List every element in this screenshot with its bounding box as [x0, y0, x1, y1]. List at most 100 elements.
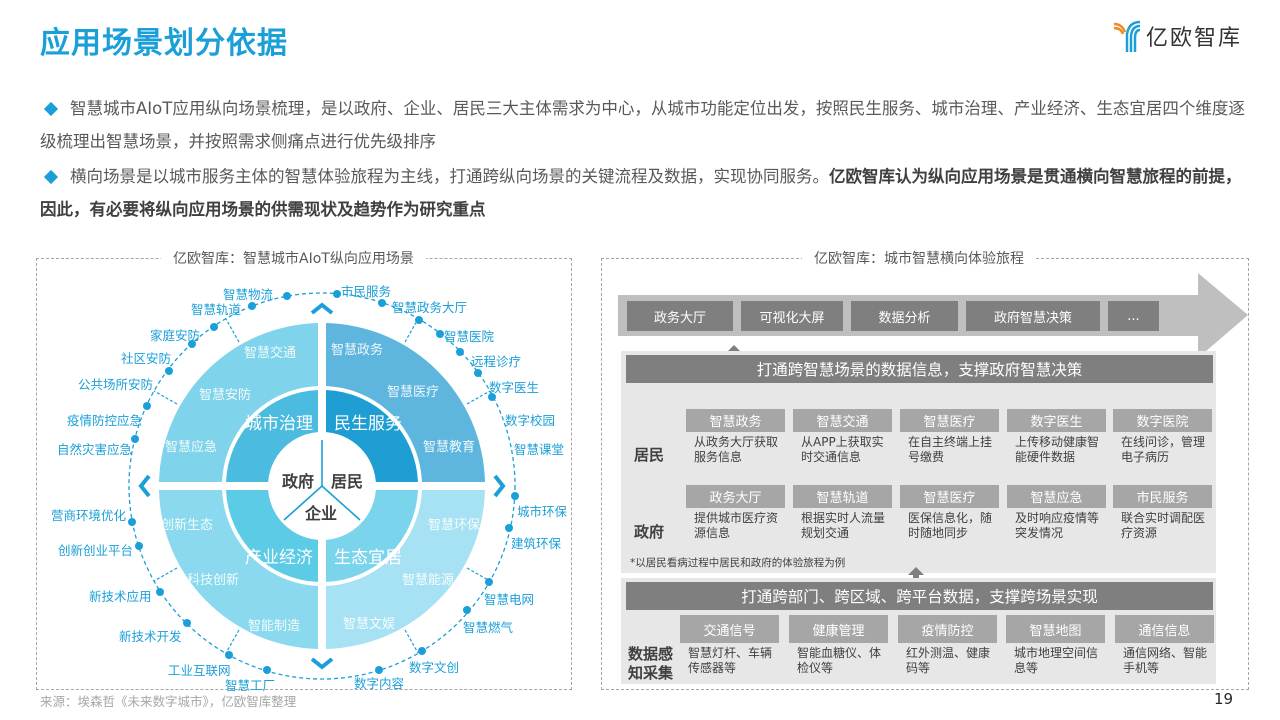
- ring-label: 建筑环保: [511, 536, 562, 551]
- card-body: 及时响应疫情等突发情况: [1015, 511, 1100, 540]
- segment-label: 智慧环保: [428, 518, 481, 533]
- logo-mark-icon: [1112, 18, 1142, 54]
- card-body: 根据实时人流量规划交通: [801, 511, 886, 540]
- quadrant-label-ecology: 生态宜居: [334, 548, 402, 568]
- top-band: 打通跨智慧场景的数据信息，支撑政府智慧决策: [626, 355, 1213, 383]
- bullet-1-text: 智慧城市AIoT应用纵向场景梳理，是以政府、企业、居民三大主体需求为中心，从城市…: [40, 99, 1245, 151]
- card-head: 智慧轨道: [793, 485, 892, 508]
- card-head: 智慧交通: [793, 409, 892, 432]
- ring-label: 智慧电网: [484, 592, 535, 607]
- resident-card: 数字医生上传移动健康智能硬件数据: [1007, 409, 1106, 465]
- quadrant-label-city-governance: 城市治理: [245, 414, 313, 434]
- ring-label: 家庭安防: [150, 328, 201, 343]
- bullet-2-bold-text: 亿欧智库认为纵向应用场景是贯通横向智慧旅程的前提，因此，有必要将纵向应用场景的供…: [40, 167, 1242, 219]
- page-title: 应用场景划分依据: [40, 26, 288, 61]
- diamond-bullet-icon: [43, 169, 59, 184]
- ring-label: 疫情防控应急: [67, 413, 143, 428]
- scene-wheel-graphic: [128, 290, 519, 680]
- journey-step: 政府智慧决策: [966, 301, 1100, 331]
- ring-label: 市民服务: [341, 284, 392, 299]
- core-label-enterprise: 企业: [305, 504, 338, 523]
- bullet-list: 智慧城市AIoT应用纵向场景梳理，是以政府、企业、居民三大主体需求为中心，从城市…: [40, 92, 1255, 228]
- segment-label: 创新生态: [161, 518, 214, 533]
- card-head: 智慧地图: [1006, 615, 1105, 643]
- card-head: 疫情防控: [898, 615, 997, 643]
- left-panel-title: 亿欧智库：智慧城市AIoT纵向应用场景: [161, 248, 426, 268]
- journey-steps: 政务大厅 可视化大屏 数据分析 政府智慧决策 ...: [627, 301, 1159, 331]
- scene-area: [621, 351, 1216, 573]
- card-head: 交通信号: [680, 615, 779, 643]
- journey-step: 政务大厅: [627, 301, 733, 331]
- core-label-government: 政府: [282, 472, 315, 491]
- segment-label: 智慧教育: [423, 440, 476, 455]
- ring-label: 智慧物流: [223, 287, 274, 302]
- bullet-2: 横向场景是以城市服务主体的智慧体验旅程为主线，打通跨纵向场景的关键流程及数据，实…: [40, 160, 1255, 226]
- ring-label: 数字校园: [505, 413, 556, 428]
- card-body: 提供城市医疗资源信息: [694, 511, 779, 540]
- horizontal-journey-panel: 亿欧智库：城市智慧横向体验旅程 政务大厅 可视化大屏 数据分析 政府智慧决策 .…: [601, 248, 1249, 690]
- government-card: 智慧轨道根据实时人流量规划交通: [793, 485, 892, 541]
- card-body: 红外测温、健康码等: [906, 646, 991, 675]
- row-label-residents: 居民: [634, 446, 665, 464]
- segment-label: 智慧能源: [402, 573, 455, 588]
- bottom-band: 打通跨部门、跨区域、跨平台数据，支撑跨场景实现: [626, 582, 1213, 610]
- card-body: 联合实时调配医疗资源: [1121, 511, 1206, 540]
- segment-label: 智慧政务: [331, 343, 384, 358]
- data-card: 通信信息通信网络、智能手机等: [1115, 615, 1214, 676]
- diamond-bullet-icon: [43, 101, 59, 116]
- card-body: 医保信息化，随时随地同步: [908, 511, 993, 540]
- card-body: 智能血糖仪、体检仪等: [797, 646, 882, 675]
- logo: 亿欧智库: [1112, 18, 1242, 54]
- card-body: 在线问诊，管理电子病历: [1121, 435, 1206, 464]
- example-note: *以居民看病过程中居民和政府的体验旅程为例: [630, 557, 846, 569]
- ring-label: 工业互联网: [168, 663, 231, 678]
- ring-label: 数字内容: [354, 676, 405, 691]
- segment-label: 智能制造: [248, 619, 301, 634]
- page-number: 19: [1214, 690, 1234, 708]
- ring-label: 公共场所安防: [78, 377, 154, 392]
- ring-label: 新技术应用: [89, 589, 152, 604]
- journey-step: 可视化大屏: [741, 301, 843, 331]
- government-card: 市民服务联合实时调配医疗资源: [1113, 485, 1212, 541]
- resident-card: 智慧政务从政务大厅获取服务信息: [686, 409, 785, 465]
- vertical-scenes-panel: 亿欧智库：智慧城市AIoT纵向应用场景: [36, 248, 572, 693]
- journey-step: 数据分析: [851, 301, 958, 331]
- card-body: 从APP上获取实时交通信息: [801, 435, 884, 464]
- ring-label: 智慧政务大厅: [392, 300, 468, 315]
- segment-label: 智慧安防: [199, 388, 252, 403]
- card-head: 智慧政务: [686, 409, 785, 432]
- card-body: 在自主终端上挂号缴费: [908, 435, 993, 464]
- ring-label: 远程诊疗: [471, 354, 522, 369]
- card-body: 城市地理空间信息等: [1014, 646, 1099, 675]
- quadrant-label-livelihood: 民生服务: [334, 414, 402, 434]
- card-body: 智慧灯杆、车辆传感器等: [688, 646, 773, 675]
- government-card: 智慧医疗医保信息化，随时随地同步: [900, 485, 999, 541]
- government-card: 政务大厅提供城市医疗资源信息: [686, 485, 785, 541]
- ring-label: 智慧工厂: [225, 678, 276, 693]
- ring-label: 新技术开发: [119, 629, 182, 644]
- segment-label: 科技创新: [187, 573, 240, 588]
- segment-label: 智慧应急: [165, 440, 218, 455]
- quadrant-label-industry: 产业经济: [245, 548, 313, 568]
- card-head: 通信信息: [1115, 615, 1214, 643]
- ring-label: 城市环保: [517, 504, 568, 519]
- data-card: 交通信号智慧灯杆、车辆传感器等: [680, 615, 779, 676]
- resident-card: 数字医院在线问诊，管理电子病历: [1113, 409, 1212, 465]
- card-head: 智慧医疗: [900, 485, 999, 508]
- ring-label: 智慧轨道: [191, 302, 242, 317]
- segment-label: 智慧文娱: [343, 617, 396, 632]
- data-card: 疫情防控红外测温、健康码等: [898, 615, 997, 676]
- segment-label: 智慧医疗: [387, 385, 440, 400]
- core-label-residents: 居民: [331, 472, 364, 491]
- card-head: 政务大厅: [686, 485, 785, 508]
- ring-label: 智慧燃气: [463, 620, 514, 635]
- ring-label: 营商环境优化: [51, 508, 127, 523]
- card-body: 上传移动健康智能硬件数据: [1015, 435, 1100, 464]
- card-body: 从政务大厅获取服务信息: [694, 435, 779, 464]
- ring-label: 创新创业平台: [58, 543, 134, 558]
- card-head: 智慧应急: [1007, 485, 1106, 508]
- resident-card: 智慧医疗在自主终端上挂号缴费: [900, 409, 999, 465]
- source-note: 来源：埃森哲《未来数字城市》，亿欧智库整理: [40, 694, 297, 709]
- ring-label: 智慧医院: [444, 329, 495, 344]
- card-head: 数字医院: [1113, 409, 1212, 432]
